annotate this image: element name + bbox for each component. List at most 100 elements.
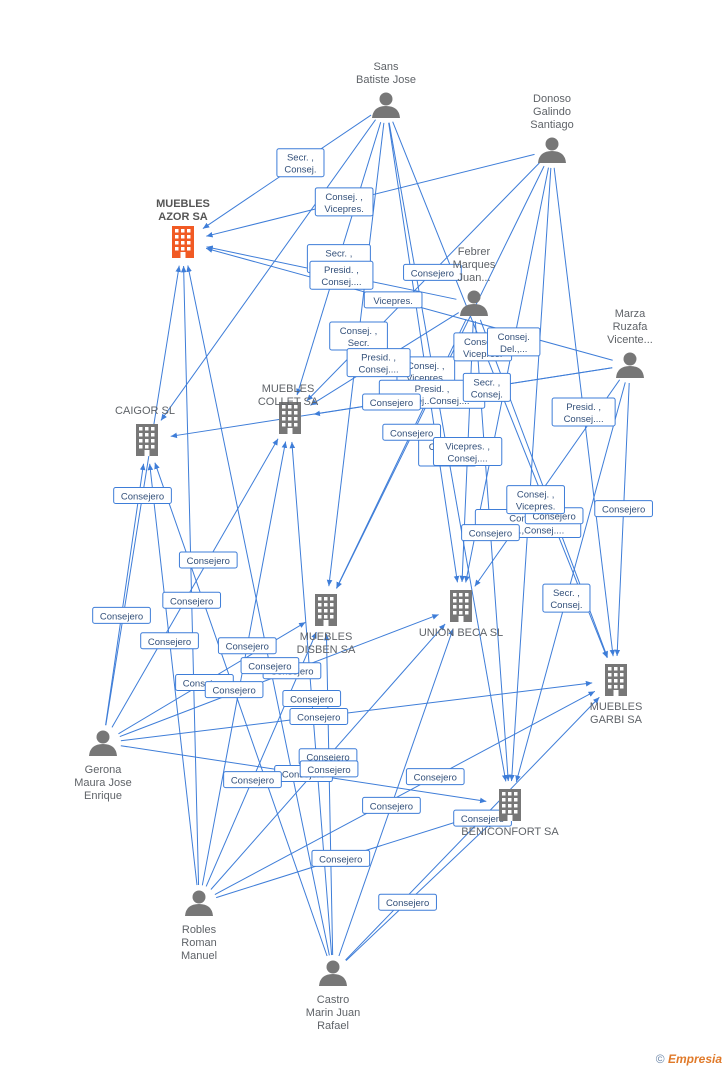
building-window [608,685,612,689]
company-node-beniconfort[interactable]: BENICONFORT SA [461,789,559,838]
edge-label-box [204,681,264,699]
building-window [459,605,463,609]
node-label: Castro [317,994,349,1006]
edge-label[interactable]: Consejero [217,637,277,655]
edge-label[interactable]: Consejero [223,771,282,789]
edge-label[interactable]: Consejero [311,849,371,867]
edge-label-box [346,348,411,378]
edge-label[interactable]: Consejero [289,707,349,725]
building-window [175,235,179,239]
brand-logo[interactable]: Empresia [667,1052,722,1066]
building-window [145,445,149,449]
building-window [502,792,506,796]
building-window [508,798,512,802]
edge-label-text: Consejero [170,596,213,607]
building-window [508,804,512,808]
company-node-caigor[interactable]: CAIGOR SL [115,405,175,456]
edge-label-text: Consejero [100,611,143,622]
edge-label-box [289,707,349,725]
edge-label[interactable]: Consejero [461,524,520,542]
building-window [330,609,334,613]
edge-label[interactable]: Consejero [178,551,238,569]
edge-label[interactable]: Consejero [140,632,199,650]
edge-label-text: Consejero [212,686,255,697]
building-window [453,611,457,615]
person-node-febrer[interactable]: FebrerMarquesJuan... [453,246,496,316]
company-node-unionbeca[interactable]: UNION BECA SL [419,590,503,639]
person-head [192,890,206,904]
edge-label-text: Secr. , [287,153,314,164]
person-head [379,92,393,106]
copyright-symbol: © [655,1052,665,1066]
building-window [614,667,618,671]
edge-label[interactable]: Consejero [405,768,465,786]
node-label: Sans [373,61,399,73]
edge-label-box [542,583,591,613]
edge-label[interactable]: Consej. ,Vicepres. [314,187,374,217]
edge-label[interactable]: Consejero [240,657,300,675]
edge-label[interactable]: Consejero [382,423,442,441]
node-label: COLLET SA [258,396,319,408]
node-label: Manuel [181,950,217,962]
edge-label[interactable]: Presid. ,Consej.... [551,397,616,427]
node-label: Ruzafa [613,321,649,333]
building-window [288,417,292,421]
edge-label[interactable]: Consej. ,Vicepres. [506,485,565,515]
edge-label[interactable]: Secr. ,Consej. [542,583,591,613]
edge-label[interactable]: Presid. ,Consej.... [309,260,374,290]
edge-label-text: Consejero [231,776,274,787]
edge-label[interactable]: Vicepres. [363,291,423,309]
edge-castro-azor [186,265,330,956]
edge-label-text: Presid.,Consej.... [492,526,564,537]
edge-label[interactable]: Consejero [299,760,359,778]
edge-marza-beniconfort [515,382,626,782]
edge-label[interactable]: Consejero [378,893,437,911]
building-window [294,405,298,409]
edge-label[interactable]: Consejero [204,681,264,699]
building-door [144,450,150,456]
edge-label-box [405,768,465,786]
building-window [620,679,624,683]
edge-label-box [311,849,371,867]
edge-label[interactable]: Vicepres. ,Consej.... [432,437,503,467]
edge-label-text: Presid. , [324,265,359,276]
edge-label-box [309,260,374,290]
edge-label[interactable]: Secr. ,Consej. [276,148,325,178]
edge-label[interactable]: Presid. ,Consej.... [346,348,411,378]
node-label: Roman [181,937,216,949]
edge-label-box [113,486,172,504]
building-window [282,405,286,409]
building-window [139,439,143,443]
edge-label[interactable]: Consejero [362,393,421,411]
edge-label[interactable]: Secr. ,Consej. [462,372,511,402]
edge-labels-layer: Secr. ,Consej.Secr. ,Consej....Consej. ,… [92,148,653,911]
edge-label[interactable]: Consejero [362,796,421,814]
node-label: Galindo [533,106,571,118]
edge-label[interactable]: Consejero [282,689,342,707]
node-label: Marques [453,259,496,271]
edge-label-box [140,632,199,650]
building-window [324,615,328,619]
building-door [458,616,464,622]
edge-sans-unionbeca [388,122,460,583]
edge-label[interactable]: Consej.Del.,... [487,327,541,357]
building-window [294,423,298,427]
person-node-marza[interactable]: MarzaRuzafaVicente... [607,308,653,378]
building-window [608,679,612,683]
person-body [185,904,213,916]
edge-label[interactable]: Consej. ,Secr. [329,321,388,351]
edge-label[interactable]: Consejero [113,486,172,504]
edge-label[interactable]: Consejero [92,606,151,624]
edge-label[interactable]: Consejero [403,263,462,281]
edge-label[interactable]: Consejero [594,500,653,518]
edge-label[interactable]: Consejero [162,591,222,609]
